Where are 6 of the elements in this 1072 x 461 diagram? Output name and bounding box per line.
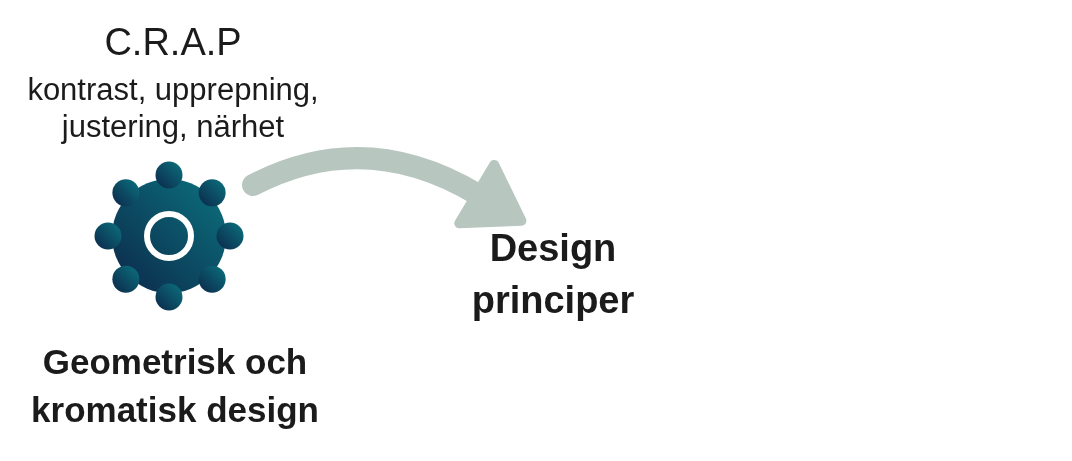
node-label: Design principer (443, 222, 663, 326)
heading: C.R.A.P (103, 20, 243, 65)
description-text: kontrast, upprepning, justering, närhet (26, 71, 320, 145)
node-caption: Geometrisk och kromatisk design (30, 341, 320, 431)
gear-icon (94, 161, 244, 311)
arrow (242, 147, 528, 229)
